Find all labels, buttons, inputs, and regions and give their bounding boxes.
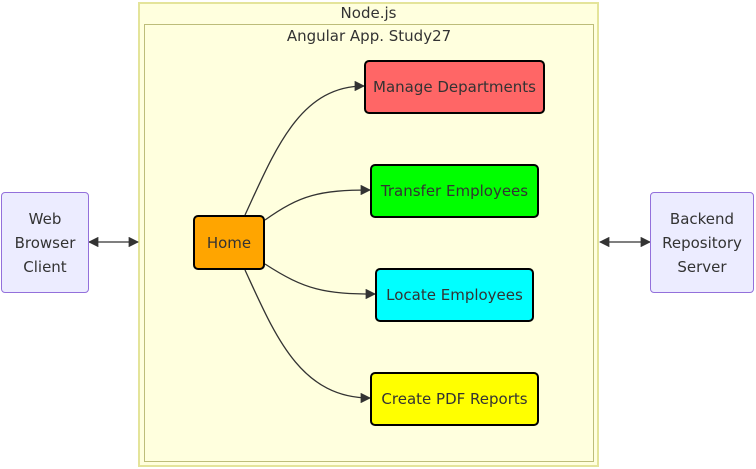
angular-app-cluster-title: Angular App. Study27 (286, 27, 452, 45)
edge-home-manage (244, 80, 366, 216)
create-pdf-reports-node: Create PDF Reports (370, 372, 539, 426)
locate-employees-node: Locate Employees (375, 268, 534, 322)
home-node: Home (193, 215, 265, 270)
nodejs-cluster-title: Node.js (340, 4, 397, 22)
web-browser-client-node: Web Browser Client (1, 192, 89, 293)
backend-repository-server-node: Backend Repository Server (650, 192, 754, 293)
edge-home-reports (244, 269, 372, 404)
edge-home-locate (264, 263, 377, 300)
manage-departments-node: Manage Departments (364, 60, 545, 114)
transfer-employees-node: Transfer Employees (370, 164, 539, 218)
edge-home-transfer (264, 184, 372, 221)
